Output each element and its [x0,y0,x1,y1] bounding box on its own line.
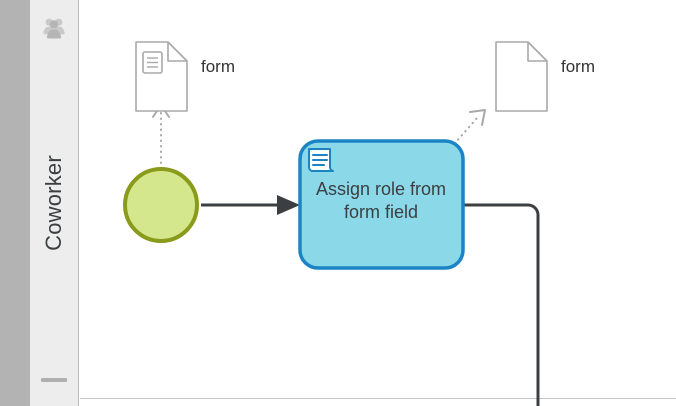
user-task-label: Assign role from form field [302,178,460,224]
data-object-form-input[interactable] [135,41,188,112]
user-task[interactable] [298,139,465,270]
left-gutter [0,0,30,406]
lane-header-coworker[interactable]: Coworker [30,0,79,406]
user-task-label-line2: form field [343,202,419,222]
data-object-form-output[interactable] [495,41,548,112]
minus-handle-icon[interactable] [41,378,67,382]
data-object-output-label: form [561,57,595,76]
lane-bottom-divider [80,398,676,399]
data-association-output[interactable] [446,109,486,153]
form-document-icon [308,148,334,172]
form-lines-icon [142,51,163,74]
data-object-input-label: form [201,57,235,76]
user-task-label-line1: Assign role from [315,179,447,199]
sequence-flow-task-outgoing[interactable] [461,203,540,406]
start-event[interactable] [123,167,199,243]
sequence-flow-start-to-task[interactable] [201,195,300,215]
group-people-icon [41,16,67,42]
